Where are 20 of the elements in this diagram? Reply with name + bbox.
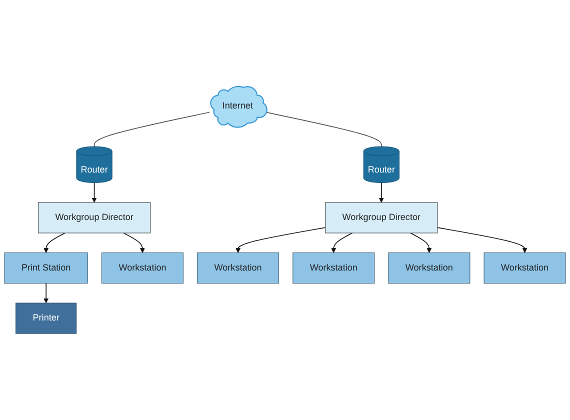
arrow <box>123 232 145 253</box>
arrow <box>236 227 326 253</box>
node-box: Workstation <box>292 252 375 284</box>
node-box: Printer <box>16 302 77 334</box>
node-box: Workstation <box>197 252 280 284</box>
arrow <box>378 182 384 203</box>
arrow <box>410 232 432 253</box>
node-box: Workstation <box>388 252 470 284</box>
node-box: Workgroup Director <box>38 202 151 234</box>
arrow <box>437 227 528 253</box>
connector <box>94 112 210 147</box>
connector <box>265 112 382 147</box>
arrow <box>92 182 97 203</box>
node-box: Workgroup Director <box>325 202 438 234</box>
arrow <box>331 232 353 253</box>
node-box: Workstation <box>484 252 566 284</box>
node-box: Print Station <box>4 252 88 284</box>
arrow <box>44 282 49 304</box>
arrow <box>44 232 66 253</box>
node-box: Workstation <box>101 252 184 284</box>
